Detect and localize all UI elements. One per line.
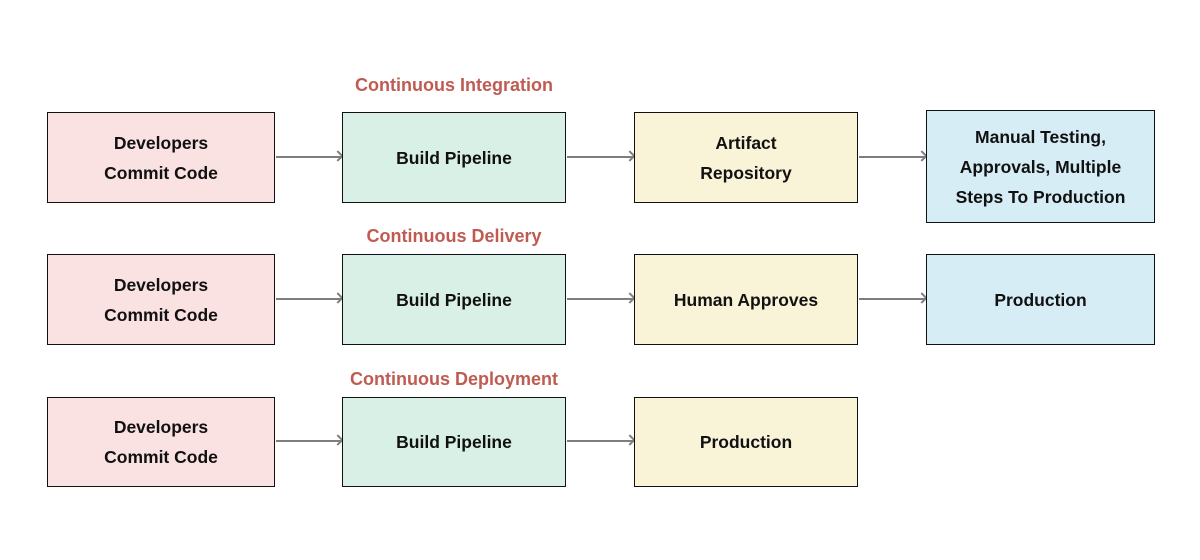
row-title-continuous-deployment: Continuous Deployment [350,369,558,389]
arrow-right-icon [859,156,926,158]
node-artifact-repository: Artifact Repository [634,112,858,203]
node-developers-commit-code: Developers Commit Code [47,112,275,203]
node-label: Human Approves [673,289,819,310]
node-build-pipeline: Build Pipeline [342,397,566,487]
node-label: Artifact Repository [700,132,792,183]
node-label: Manual Testing, Approvals, Multiple Step… [955,126,1126,207]
row-title-continuous-integration: Continuous Integration [355,75,553,95]
arrow-right-icon [276,298,342,300]
arrow-right-icon [859,298,926,300]
arrow-right-icon [276,156,342,158]
node-label: Developers Commit Code [104,132,218,183]
node-label: Build Pipeline [396,432,512,452]
node-label: Build Pipeline [396,147,512,168]
node-label: Production [699,432,793,452]
arrow-right-icon [567,156,634,158]
node-build-pipeline: Build Pipeline [342,254,566,345]
arrow-right-icon [276,440,342,442]
node-label: Developers Commit Code [104,274,218,325]
arrow-right-icon [567,298,634,300]
node-label: Build Pipeline [396,289,512,310]
arrow-right-icon [567,440,634,442]
node-developers-commit-code: Developers Commit Code [47,254,275,345]
node-label: Developers Commit Code [104,417,218,467]
row-title-continuous-delivery: Continuous Delivery [366,226,542,246]
node-production: Production [634,397,858,487]
node-human-approves: Human Approves [634,254,858,345]
node-production: Production [926,254,1155,345]
node-label: Production [994,289,1087,310]
node-developers-commit-code: Developers Commit Code [47,397,275,487]
node-manual-testing-approvals: Manual Testing, Approvals, Multiple Step… [926,110,1155,223]
node-build-pipeline: Build Pipeline [342,112,566,203]
